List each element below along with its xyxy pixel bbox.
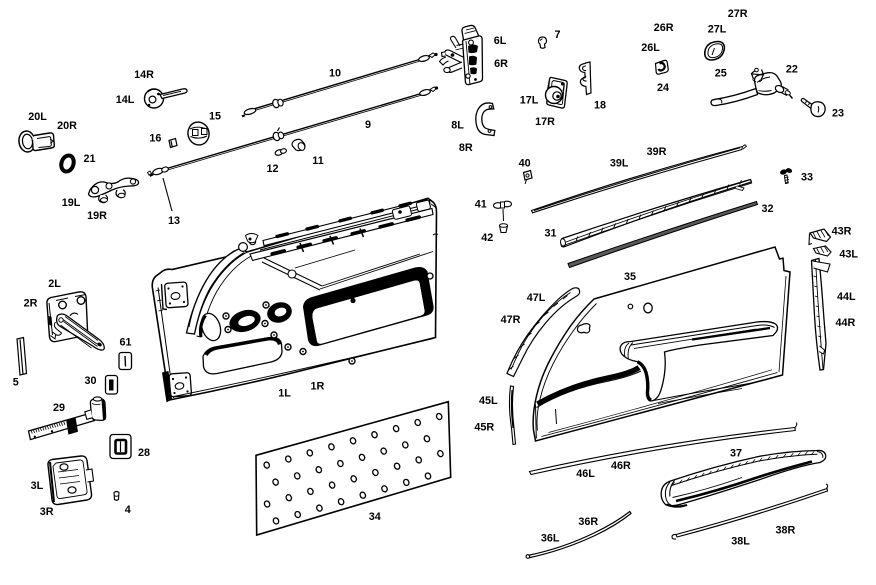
svg-text:43R: 43R [832, 225, 852, 237]
svg-text:6L: 6L [494, 35, 507, 47]
svg-text:15: 15 [209, 110, 221, 122]
svg-text:16: 16 [149, 133, 161, 145]
svg-text:14R: 14R [134, 69, 154, 81]
svg-text:2L: 2L [48, 278, 61, 290]
svg-text:42: 42 [481, 232, 493, 244]
svg-text:36R: 36R [578, 516, 598, 528]
svg-text:41: 41 [475, 199, 487, 211]
svg-text:24: 24 [657, 82, 669, 94]
svg-text:26L: 26L [641, 42, 660, 54]
svg-text:37: 37 [730, 447, 742, 459]
svg-text:33: 33 [801, 171, 813, 183]
svg-text:36L: 36L [541, 533, 560, 545]
svg-text:21: 21 [83, 153, 95, 165]
svg-text:35: 35 [624, 271, 636, 283]
svg-text:61: 61 [119, 337, 131, 349]
svg-text:28: 28 [138, 447, 150, 459]
svg-text:39R: 39R [647, 146, 667, 158]
svg-text:45R: 45R [474, 422, 494, 434]
svg-text:12: 12 [266, 163, 278, 175]
svg-text:5: 5 [13, 377, 19, 389]
svg-text:31: 31 [544, 228, 556, 240]
svg-text:46R: 46R [611, 460, 631, 472]
svg-text:44L: 44L [837, 291, 856, 303]
svg-text:8R: 8R [459, 142, 473, 154]
svg-text:23: 23 [832, 108, 844, 120]
svg-text:38R: 38R [775, 525, 795, 537]
svg-text:1R: 1R [310, 381, 324, 393]
svg-text:25: 25 [715, 68, 727, 80]
svg-text:1L: 1L [278, 388, 291, 400]
svg-text:27L: 27L [708, 23, 727, 35]
svg-text:19R: 19R [87, 210, 107, 222]
svg-text:17R: 17R [535, 116, 555, 128]
svg-text:34: 34 [369, 511, 381, 523]
svg-text:47L: 47L [527, 292, 546, 304]
svg-text:27R: 27R [728, 8, 748, 20]
svg-text:20R: 20R [57, 120, 77, 132]
svg-text:39L: 39L [610, 157, 629, 169]
svg-text:47R: 47R [501, 314, 521, 326]
svg-text:9: 9 [365, 119, 371, 131]
svg-text:44R: 44R [835, 317, 855, 329]
svg-text:10: 10 [329, 68, 341, 80]
svg-text:26R: 26R [654, 22, 674, 34]
svg-text:13: 13 [168, 215, 180, 227]
svg-text:30: 30 [84, 375, 96, 387]
svg-text:3L: 3L [31, 480, 44, 492]
svg-text:29: 29 [53, 402, 65, 414]
svg-text:19L: 19L [62, 197, 81, 209]
svg-text:14L: 14L [116, 94, 135, 106]
svg-text:43L: 43L [839, 249, 858, 261]
svg-text:18: 18 [594, 99, 606, 111]
svg-text:2R: 2R [24, 297, 38, 309]
svg-text:11: 11 [312, 155, 323, 167]
svg-text:20L: 20L [28, 111, 47, 123]
svg-text:6R: 6R [494, 58, 508, 70]
svg-text:45L: 45L [479, 395, 498, 407]
svg-text:7: 7 [554, 29, 560, 41]
svg-text:17L: 17L [520, 95, 539, 107]
svg-text:38L: 38L [731, 536, 750, 548]
svg-text:3R: 3R [40, 506, 54, 518]
svg-text:32: 32 [761, 203, 773, 215]
svg-text:40: 40 [519, 157, 531, 169]
svg-text:22: 22 [786, 64, 798, 76]
svg-text:46L: 46L [576, 468, 595, 480]
svg-text:4: 4 [125, 504, 131, 516]
svg-text:8L: 8L [451, 120, 464, 132]
